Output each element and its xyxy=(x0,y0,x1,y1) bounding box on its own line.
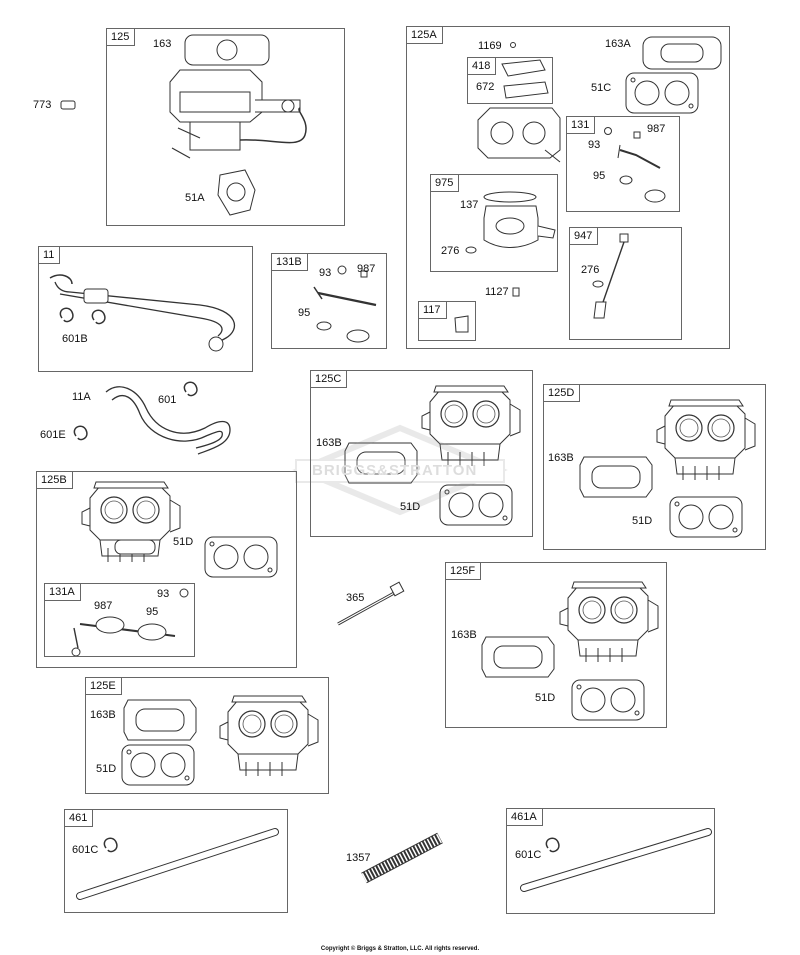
box-label: 125C xyxy=(311,371,348,388)
part-label: 276 xyxy=(441,245,460,257)
part-label: 365 xyxy=(346,592,365,604)
box-label: 947 xyxy=(570,228,599,245)
part-label: 987 xyxy=(94,600,113,612)
box-label: 131A xyxy=(45,584,81,601)
part-label: 987 xyxy=(357,263,376,275)
box-125F: 125F xyxy=(445,562,667,728)
copyright-notice: Copyright © Briggs & Stratton, LLC. All … xyxy=(320,946,480,952)
part-label: 987 xyxy=(647,123,666,135)
box-label: 131B xyxy=(272,254,308,271)
part-label: 51D xyxy=(535,692,556,704)
part-label: 163B xyxy=(548,452,574,464)
part-label: 1169 xyxy=(478,40,502,52)
part-label: 601 xyxy=(158,394,177,406)
box-125D: 125D xyxy=(543,384,766,550)
box-label: 125E xyxy=(86,678,122,695)
part-label: 163A xyxy=(605,38,631,50)
box-125A: 125A xyxy=(406,26,730,349)
part-label: 672 xyxy=(476,81,495,93)
box-label: 125 xyxy=(107,29,136,46)
box-117: 117 xyxy=(418,301,476,341)
box-label: 117 xyxy=(419,302,447,319)
box-label: 975 xyxy=(431,175,460,192)
part-label: 276 xyxy=(581,264,600,276)
part-label: 601C xyxy=(72,844,99,856)
box-418: 418 xyxy=(467,57,553,104)
box-125C: 125C xyxy=(310,370,533,537)
part-label: 163B xyxy=(451,629,477,641)
part-label: 163B xyxy=(316,437,342,449)
box-131: 131 xyxy=(566,116,680,212)
part-label: 51D xyxy=(96,763,117,775)
box-label: 418 xyxy=(468,58,497,75)
box-label: 461A xyxy=(507,809,543,826)
box-975: 975 xyxy=(430,174,558,272)
box-125E: 125E xyxy=(85,677,329,794)
part-label: 601B xyxy=(62,333,88,345)
box-label: 125F xyxy=(446,563,482,580)
box-11: 11 xyxy=(38,246,253,372)
box-label: 125A xyxy=(407,27,443,44)
box-125: 125 xyxy=(106,28,345,226)
box-131A: 131A xyxy=(44,583,195,657)
part-label: 601C xyxy=(515,849,542,861)
part-label: 137 xyxy=(460,199,479,211)
part-label: 1127 xyxy=(485,286,509,298)
part-label: 1357 xyxy=(346,852,371,864)
part-label: 95 xyxy=(146,606,159,618)
box-947: 947 xyxy=(569,227,682,340)
part-label: 95 xyxy=(298,307,311,319)
box-461A: 461A xyxy=(506,808,715,914)
box-label: 131 xyxy=(567,117,596,134)
part-label: 93 xyxy=(157,588,170,600)
part-label: 93 xyxy=(319,267,332,279)
part-label: 163B xyxy=(90,709,116,721)
part-label: 51D xyxy=(400,501,421,513)
part-label: 163 xyxy=(153,38,172,50)
part-label: 51A xyxy=(185,192,205,204)
part-label: 773 xyxy=(33,99,52,111)
part-label: 51D xyxy=(632,515,653,527)
watermark-text: BRIGGS&STRATTON xyxy=(312,462,478,479)
part-label: 51D xyxy=(173,536,194,548)
part-label: 95 xyxy=(593,170,606,182)
part-label: 93 xyxy=(588,139,601,151)
box-label: 11 xyxy=(39,247,61,264)
box-125B: 125B xyxy=(36,471,297,668)
box-label: 125D xyxy=(544,385,581,402)
part-label: 11A xyxy=(72,391,91,403)
part-label: 601E xyxy=(40,429,66,441)
box-131B: 131B xyxy=(271,253,387,349)
box-label: 125B xyxy=(37,472,73,489)
box-461: 461 xyxy=(64,809,288,913)
box-label: 461 xyxy=(65,810,94,827)
part-label: 51C xyxy=(591,82,612,94)
